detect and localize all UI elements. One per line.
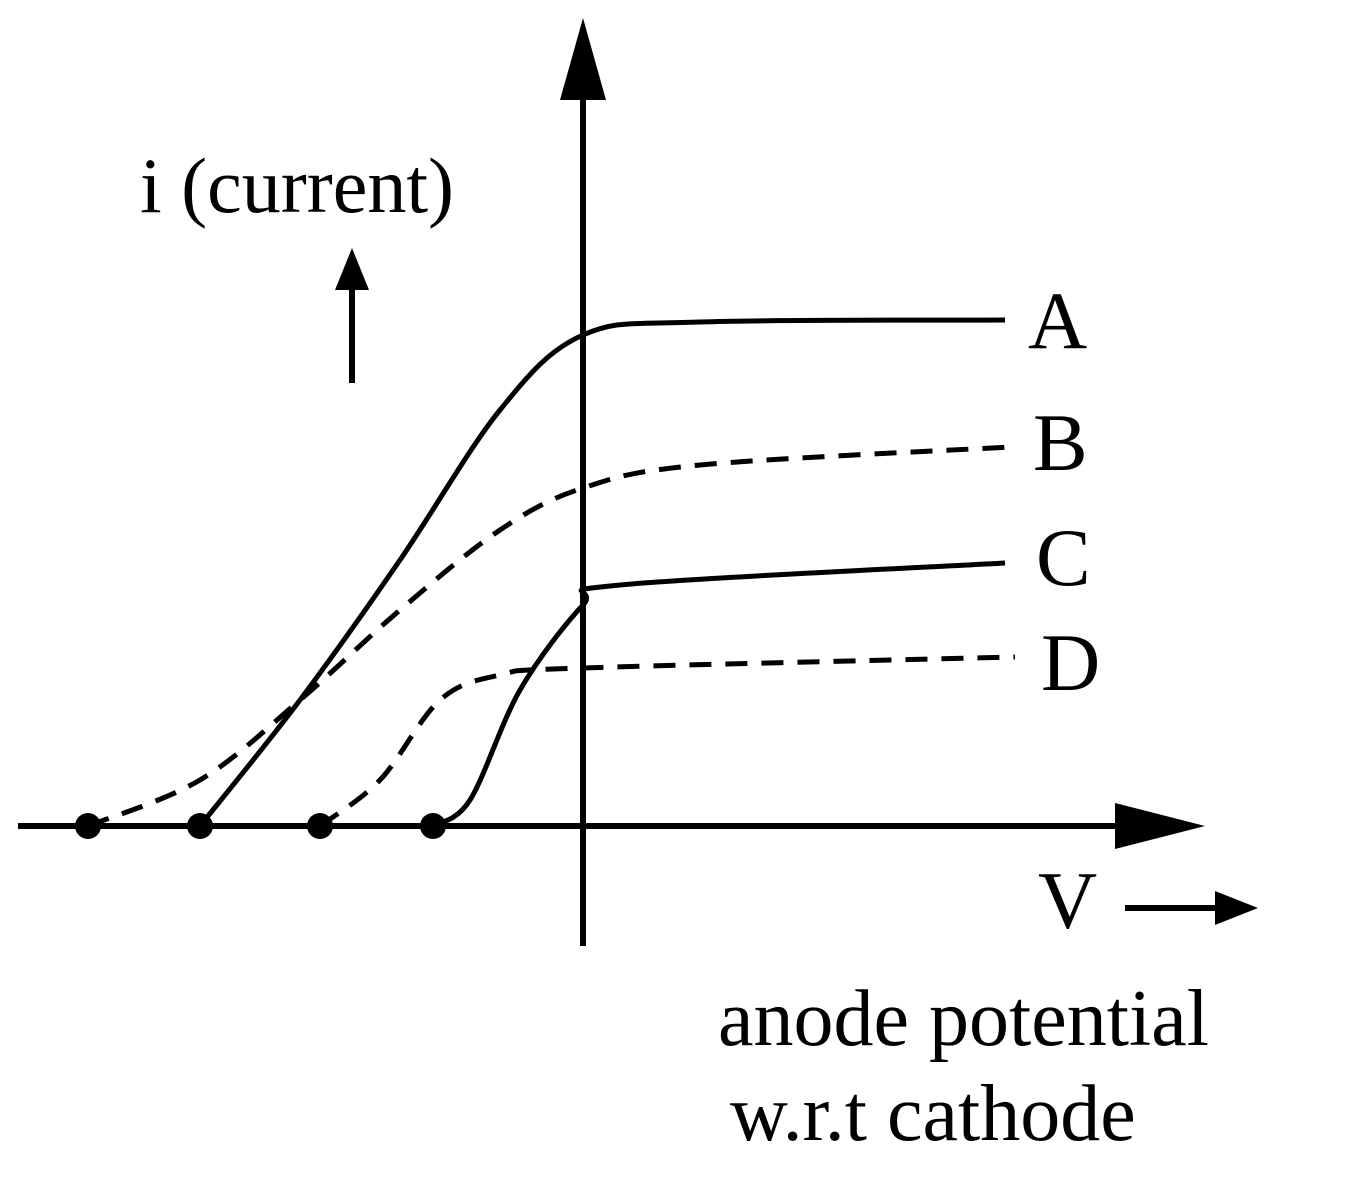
x-axis-arrowhead xyxy=(1115,803,1205,849)
y-axis-arrowhead xyxy=(560,18,606,100)
series-label-b: B xyxy=(1033,397,1088,488)
x-caption-line-1: anode potential xyxy=(718,975,1209,1063)
y-axis-label: i (current) xyxy=(140,142,454,229)
y-axis xyxy=(560,18,606,946)
stopping-potential-point-4 xyxy=(420,813,446,839)
stopping-potential-point-1 xyxy=(75,813,101,839)
x-axis-label: V xyxy=(1038,855,1097,946)
series-line-c xyxy=(431,560,1006,829)
series-label-a: A xyxy=(1028,275,1087,366)
series-line-b xyxy=(87,444,1011,829)
series-line-d xyxy=(318,654,1016,829)
x-right-arrow xyxy=(1125,891,1258,925)
x-caption-line-2: w.r.t cathode xyxy=(730,1070,1136,1158)
stopping-potential-point-2 xyxy=(187,813,213,839)
y-up-arrow xyxy=(335,248,369,383)
series-line-a xyxy=(198,317,1006,828)
series-label-c: C xyxy=(1036,512,1091,603)
stopping-potential-point-3 xyxy=(307,813,333,839)
series-label-d: D xyxy=(1041,617,1100,708)
